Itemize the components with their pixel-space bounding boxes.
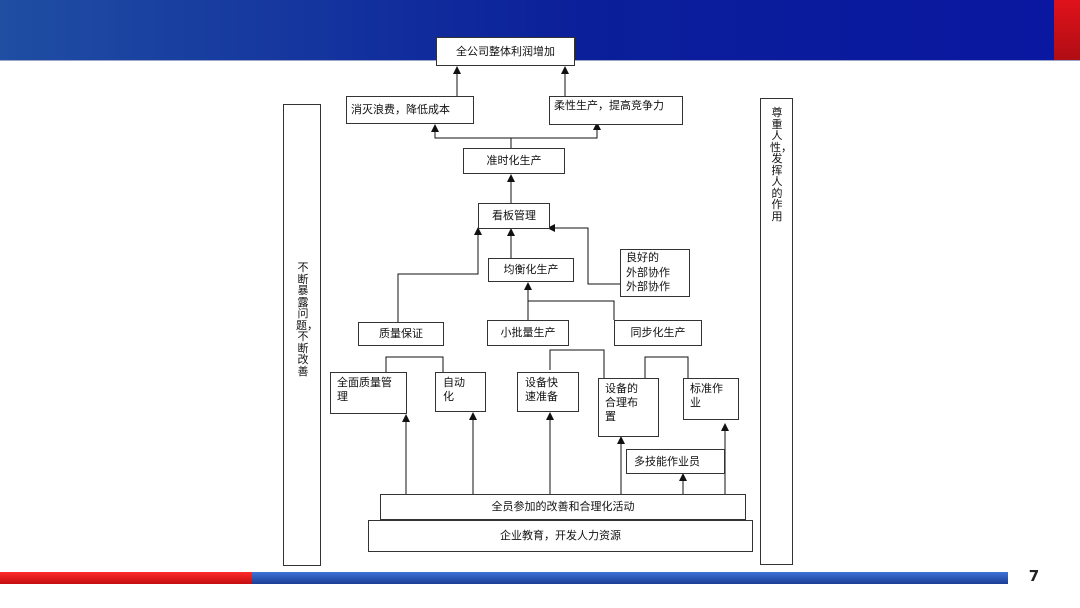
node-quality-assurance: 质量保证 xyxy=(358,322,444,346)
right-side-label: 尊重人性，发挥人的作用 xyxy=(770,106,792,223)
node-tqm: 全面质量管 理 xyxy=(330,372,407,414)
left-side-label: 不断暴露问题，不断改善 xyxy=(296,261,318,378)
node-reduce-waste: 消灭浪费，降低成本 xyxy=(346,96,474,124)
header-accent xyxy=(1054,0,1080,60)
node-quick-setup: 设备快 速准备 xyxy=(517,372,579,412)
footer-red-bar xyxy=(0,572,251,584)
node-jit: 准时化生产 xyxy=(463,148,565,174)
right-side-box: 尊重人性，发挥人的作用 xyxy=(760,98,793,565)
node-multi-skill-worker: 多技能作业员 xyxy=(626,449,725,474)
footer-blue-bar xyxy=(251,572,1008,584)
left-side-box: 不断暴露问题，不断改善 xyxy=(283,104,321,566)
node-all-participation: 全员参加的改善和合理化活动 xyxy=(380,494,746,520)
node-kanban: 看板管理 xyxy=(478,203,550,229)
node-standard-work: 标准作 业 xyxy=(683,378,739,420)
node-automation: 自动 化 xyxy=(435,372,486,412)
page-number: 7 xyxy=(1028,567,1040,585)
node-external-cooperation: 良好的 外部协作 外部协作 xyxy=(620,249,690,297)
node-leveling: 均衡化生产 xyxy=(488,258,574,282)
node-equipment-layout: 设备的 合理布 置 xyxy=(598,378,659,437)
node-flexible-production: 柔性生产，提高竞争力 xyxy=(549,96,683,125)
node-synchronized: 同步化生产 xyxy=(614,320,702,346)
node-total-profit: 全公司整体利润增加 xyxy=(436,37,575,66)
node-small-batch: 小批量生产 xyxy=(487,320,569,346)
node-education: 企业教育，开发人力资源 xyxy=(368,520,753,552)
